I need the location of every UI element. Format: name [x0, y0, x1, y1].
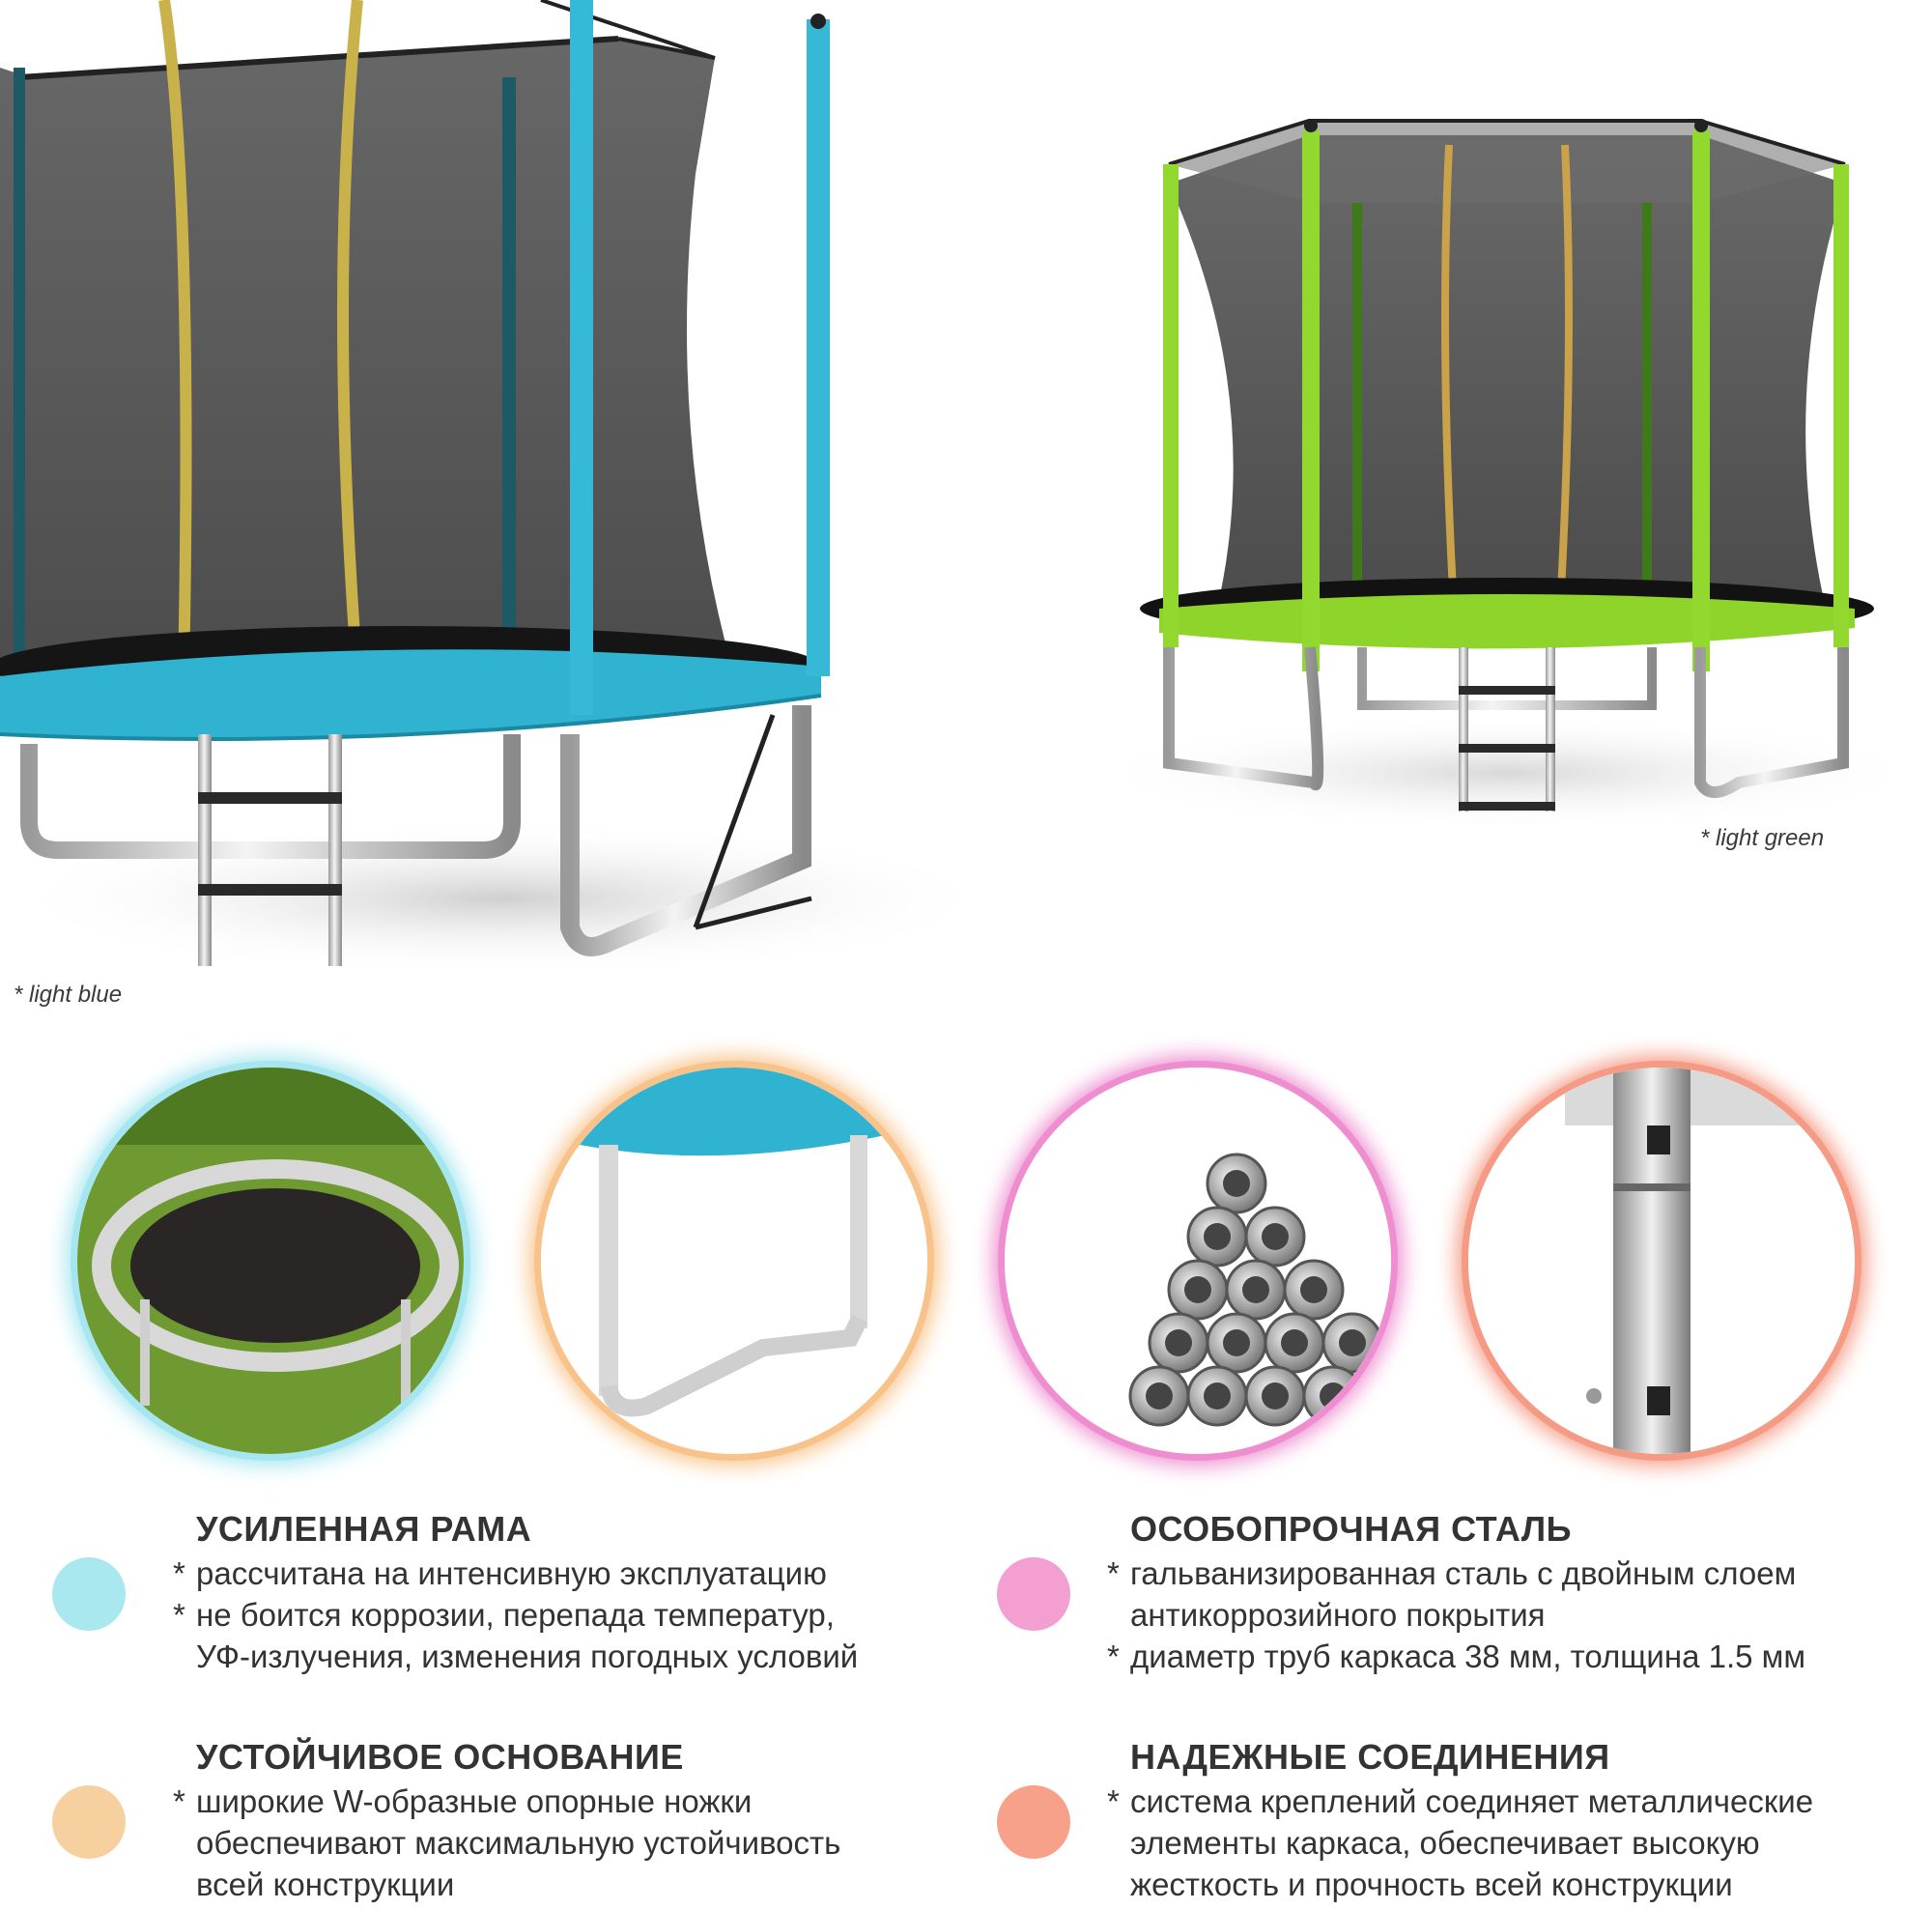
feature-title-joints: НАДЕЖНЫЕ СОЕДИНЕНИЯ — [1130, 1737, 1610, 1777]
caption-light-green: * light green — [1700, 825, 1825, 851]
feature-title-steel: ОСОБОПРОЧНАЯ СТАЛЬ — [1130, 1509, 1572, 1549]
trampoline-light-blue-image — [0, 0, 995, 966]
feature-dot-base — [52, 1785, 126, 1859]
feature-title-frame: УСИЛЕННАЯ РАМА — [196, 1509, 532, 1549]
detail-circle-steel — [1005, 1068, 1391, 1454]
feature-bullet: * система креплений соединяет металличес… — [1107, 1783, 1814, 1902]
feature-bullet: * диаметр труб каркаса 38 мм, толщина 1.… — [1107, 1638, 1806, 1674]
detail-circle-base — [541, 1068, 927, 1454]
trampoline-light-green-image — [1082, 119, 1932, 831]
caption-light-blue: * light blue — [14, 982, 123, 1008]
feature-bullet: * гальванизированная сталь с двойным сло… — [1107, 1555, 1797, 1633]
feature-title-base: УСТОЙЧИВОЕ ОСНОВАНИЕ — [196, 1737, 684, 1777]
feature-bullet: * не боится коррозии, перепада температу… — [173, 1597, 859, 1674]
feature-dot-steel — [997, 1557, 1070, 1631]
detail-circle-frame — [77, 1068, 464, 1454]
feature-bullet: * рассчитана на интенсивную эксплуатацию — [173, 1555, 827, 1591]
feature-dot-joints — [997, 1785, 1070, 1859]
feature-bullet: * широкие W-образные опорные ножки обесп… — [173, 1783, 841, 1902]
detail-circle-joints — [1468, 1068, 1855, 1454]
feature-dot-frame — [52, 1557, 126, 1631]
